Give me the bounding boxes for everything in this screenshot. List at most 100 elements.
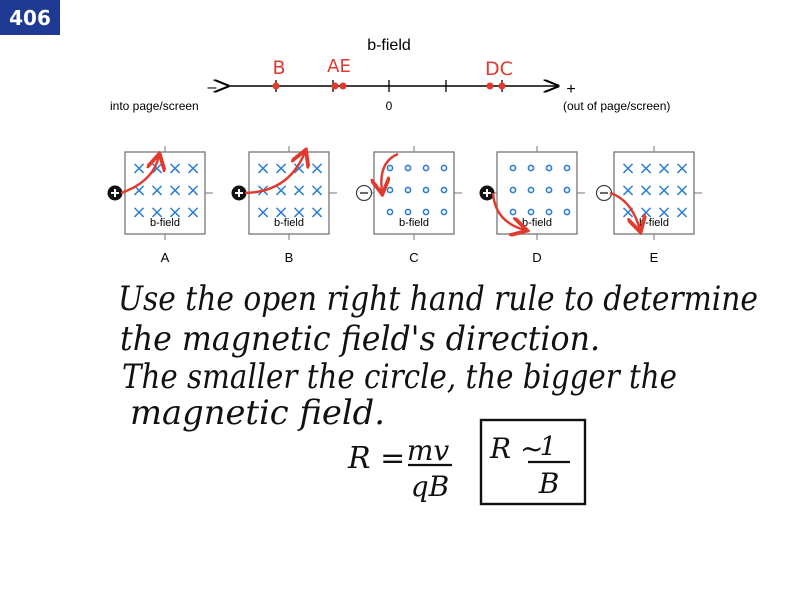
panel-field-label: b-field	[399, 217, 429, 229]
field-into-symbol: ×	[131, 202, 146, 223]
formula-lhs: R =	[347, 441, 405, 476]
trajectory-arrow	[381, 152, 399, 192]
field-into-symbol: ×	[674, 202, 689, 223]
panel-frame	[248, 151, 330, 235]
field-panels: ××××××××××××b-fieldA××××××××××××b-fieldB…	[107, 146, 702, 265]
marker-dots	[272, 82, 506, 90]
marker-b-label: B	[272, 57, 285, 79]
right-label: (out of page/screen)	[563, 99, 670, 113]
field-out-symbol	[440, 208, 448, 216]
number-line-title: b-field	[367, 37, 411, 54]
trajectory-arrow	[609, 191, 640, 230]
field-into-symbol: ×	[656, 158, 671, 179]
field-out-symbol	[386, 208, 394, 216]
trajectory-arrow	[491, 192, 525, 230]
field-into-symbol: ×	[167, 180, 182, 201]
field-into-symbol: ×	[185, 180, 200, 201]
field-into-symbol: ×	[638, 180, 653, 201]
field-symbols: ××××××××××××	[255, 158, 324, 223]
panel-field-label: b-field	[639, 217, 669, 229]
number-line: b-field – + into page/screen 0 (out of p…	[110, 37, 670, 113]
field-out-symbol	[509, 164, 517, 172]
panel-field-label: b-field	[522, 217, 552, 229]
field-into-symbol: ×	[656, 202, 671, 223]
field-out-symbol	[563, 186, 571, 194]
left-label: into page/screen	[110, 99, 199, 113]
field-out-symbol	[404, 164, 412, 172]
boxed-formula-denominator: B	[538, 467, 560, 500]
field-out-symbol	[563, 208, 571, 216]
positive-charge-icon	[479, 185, 495, 201]
field-into-symbol: ×	[255, 202, 270, 223]
field-out-symbol	[422, 208, 430, 216]
trajectory-arrow	[244, 152, 305, 195]
field-into-symbol: ×	[656, 180, 671, 201]
field-out-symbol	[404, 186, 412, 194]
field-into-symbol: ×	[291, 202, 306, 223]
field-into-symbol: ×	[620, 158, 635, 179]
field-into-symbol: ×	[273, 202, 288, 223]
note-line-3: The smaller the circle, the bigger the	[122, 357, 677, 397]
field-out-symbol	[545, 164, 553, 172]
field-out-symbol	[545, 208, 553, 216]
note-line-4: magnetic field.	[130, 393, 385, 433]
panel-letter: C	[409, 250, 418, 265]
field-into-symbol: ×	[291, 180, 306, 201]
field-out-symbol	[422, 186, 430, 194]
field-into-symbol: ×	[185, 202, 200, 223]
field-into-symbol: ×	[309, 180, 324, 201]
field-into-symbol: ×	[638, 158, 653, 179]
field-into-symbol: ×	[255, 158, 270, 179]
slide-number-badge: 406	[0, 0, 60, 35]
field-out-symbol	[404, 208, 412, 216]
negative-charge-icon	[355, 184, 373, 202]
field-into-symbol: ×	[291, 158, 306, 179]
panel-letter: E	[650, 250, 659, 265]
boxed-formula-lhs: R ~	[489, 432, 543, 465]
panel-letter: B	[285, 250, 294, 265]
note-line-1: Use the open right hand rule to determin…	[118, 279, 758, 319]
panel-field-label: b-field	[150, 217, 180, 229]
zero-label: 0	[386, 99, 393, 113]
field-out-symbol	[527, 186, 535, 194]
field-into-symbol: ×	[674, 180, 689, 201]
field-into-symbol: ×	[167, 202, 182, 223]
formula-numerator: mv	[407, 434, 450, 467]
positive-charge-icon	[231, 185, 247, 201]
field-out-symbol	[509, 186, 517, 194]
field-out-symbol	[527, 208, 535, 216]
field-symbols	[386, 164, 448, 216]
boxed-formula-frame	[479, 418, 587, 506]
field-into-symbol: ×	[309, 202, 324, 223]
field-out-symbol	[440, 164, 448, 172]
trajectory-arrow	[120, 156, 159, 195]
field-into-symbol: ×	[149, 202, 164, 223]
field-into-symbol: ×	[620, 180, 635, 201]
field-into-symbol: ×	[131, 180, 146, 201]
field-into-symbol: ×	[674, 158, 689, 179]
boxed-formula-numerator: 1	[540, 432, 557, 462]
field-symbols	[509, 164, 571, 216]
field-into-symbol: ×	[273, 158, 288, 179]
field-into-symbol: ×	[131, 158, 146, 179]
handwritten-notes: Use the open right hand rule to determin…	[118, 279, 758, 506]
marker-ae-label: AE	[327, 56, 351, 77]
note-line-2: the magnetic field's direction.	[120, 319, 600, 359]
field-out-symbol	[509, 208, 517, 216]
negative-charge-icon	[595, 184, 613, 202]
field-out-symbol	[386, 164, 394, 172]
field-out-symbol	[545, 186, 553, 194]
field-out-symbol	[563, 164, 571, 172]
panel-letter: D	[532, 250, 541, 265]
panel-field-label: b-field	[274, 217, 304, 229]
field-into-symbol: ×	[167, 158, 182, 179]
positive-charge-icon	[107, 185, 123, 201]
marker-dc-label: DC	[485, 58, 513, 80]
field-into-symbol: ×	[309, 158, 324, 179]
